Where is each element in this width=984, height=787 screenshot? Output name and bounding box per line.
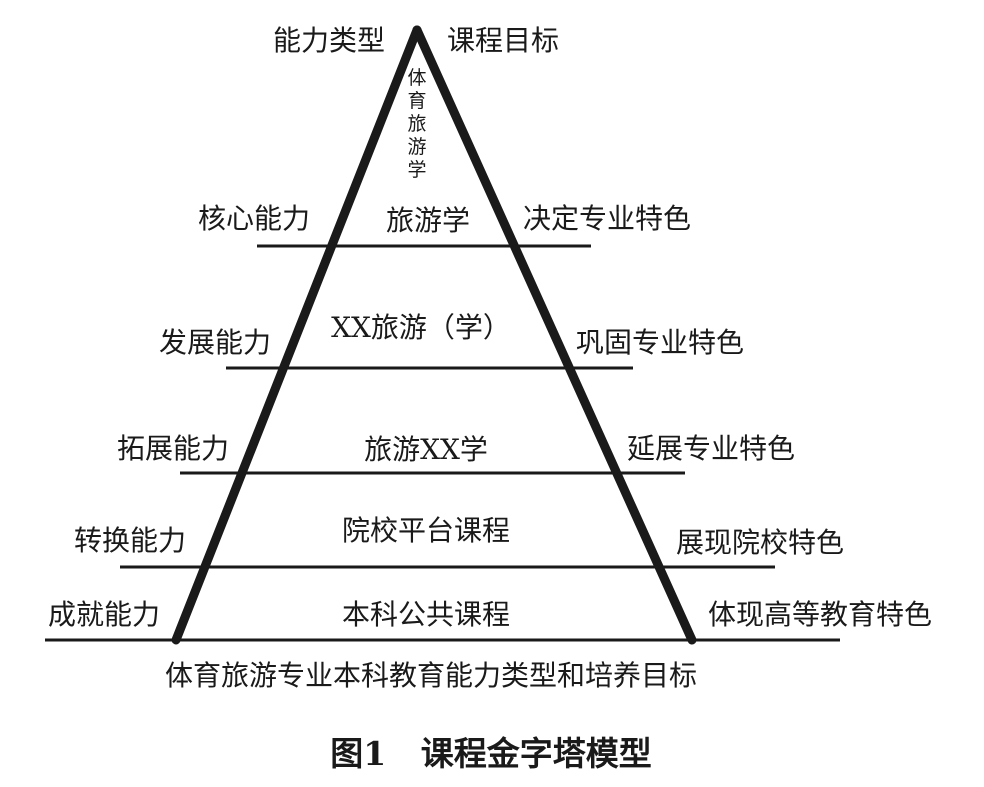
ability-label: 核心能力 <box>198 202 310 235</box>
course-label: 院校平台课程 <box>342 514 510 547</box>
apex-char: 学 <box>407 159 426 181</box>
apex-char: 育 <box>407 90 426 112</box>
ability-label: 转换能力 <box>74 524 186 557</box>
apex-char: 体 <box>407 67 426 89</box>
course-label: 本科公共课程 <box>342 598 510 631</box>
header-ability-label: 能力类型 <box>273 24 385 57</box>
course-label: 旅游XX学 <box>364 433 488 466</box>
ability-label: 拓展能力 <box>117 432 229 465</box>
ability-label: 发展能力 <box>159 326 271 359</box>
goal-label: 体现高等教育特色 <box>708 598 932 631</box>
goal-label: 决定专业特色 <box>523 202 691 235</box>
goal-label: 巩固专业特色 <box>576 326 744 359</box>
pyramid-right-edge <box>412 25 697 645</box>
pyramid-left-edge <box>171 25 422 645</box>
goal-label: 延展专业特色 <box>627 432 795 465</box>
ability-label: 成就能力 <box>48 598 160 631</box>
apex-char: 旅 <box>407 113 426 135</box>
bottom-label: 体育旅游专业本科教育能力类型和培养目标 <box>165 659 697 692</box>
header-goal-label: 课程目标 <box>447 24 559 57</box>
course-label: XX旅游（学） <box>331 311 511 344</box>
figure-caption: 图1 课程金字塔模型 <box>330 734 651 773</box>
apex-char: 游 <box>407 136 426 158</box>
goal-label: 展现院校特色 <box>676 526 844 559</box>
course-label: 旅游学 <box>386 204 470 237</box>
